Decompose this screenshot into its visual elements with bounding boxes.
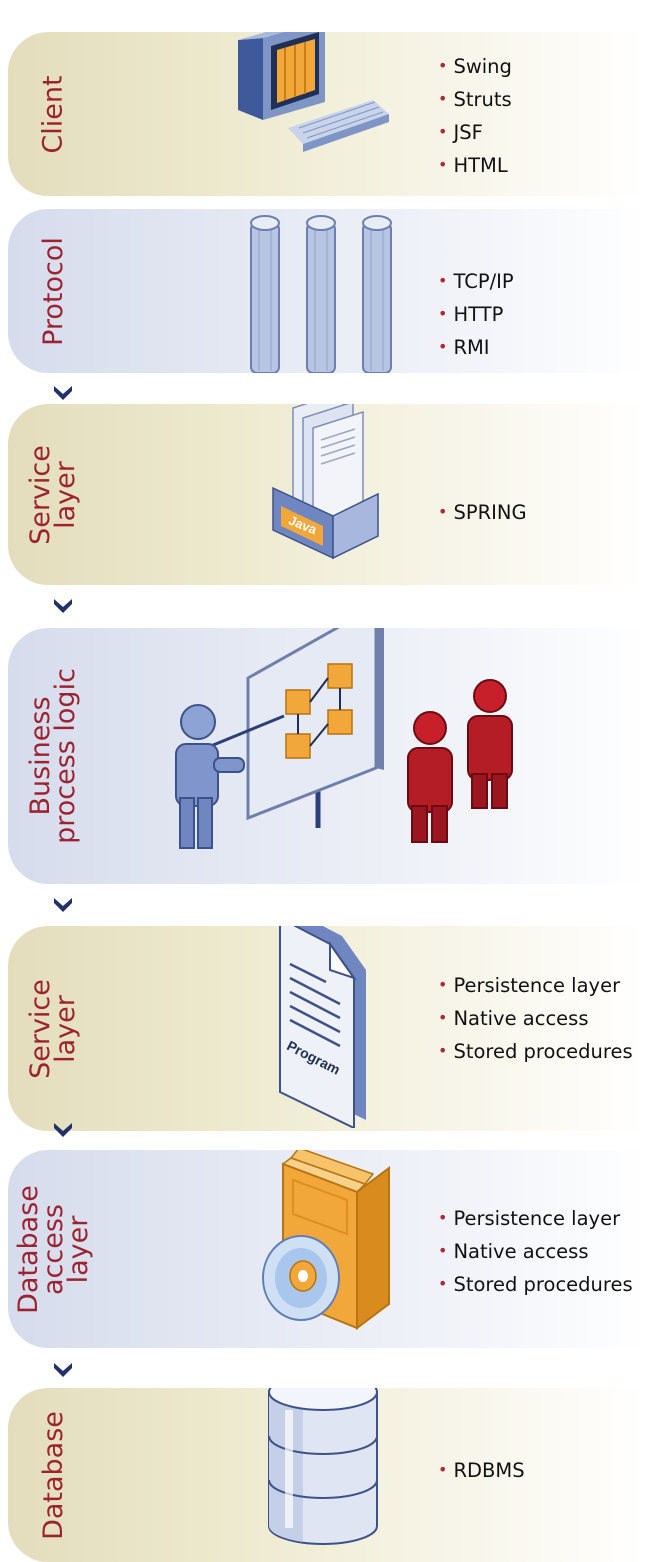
list-item: Native access — [438, 1235, 633, 1268]
list-item: SPRING — [438, 496, 526, 529]
presentation-people-icon — [175, 628, 513, 849]
computer-icon — [238, 32, 389, 152]
layer-label: Business process logic — [8, 628, 98, 884]
item-list: RDBMS — [438, 1454, 524, 1487]
layer-label: Database access layer — [8, 1150, 98, 1348]
program-document-icon: Program — [279, 926, 366, 1128]
list-item: Swing — [438, 50, 511, 83]
database-cylinder-icon — [268, 1388, 378, 1545]
layer-label: Client — [8, 32, 98, 196]
cables-icon — [250, 215, 392, 373]
layer-label-line: Database — [37, 1410, 69, 1540]
list-item: JSF — [438, 116, 512, 149]
item-list: TCP/IP HTTP RMI — [438, 265, 514, 364]
layer-database: Database RDBMS — [8, 1388, 645, 1562]
layer-label-line: layer — [62, 1215, 94, 1283]
chevron-down-icon — [54, 898, 72, 912]
chevron-down-icon — [54, 599, 72, 613]
layer-label: Database — [8, 1388, 98, 1562]
list-item: HTML — [438, 149, 512, 182]
layer-label: Protocol — [8, 209, 98, 373]
layer-label-line: Database — [12, 1184, 44, 1314]
list-item: RMI — [438, 331, 514, 364]
layer-label-line: layer — [50, 460, 82, 529]
layer-label-line: layer — [50, 994, 82, 1063]
layer-label-line: Client — [37, 74, 69, 154]
chevron-down-icon — [54, 1123, 72, 1137]
layer-label-line: Protocol — [37, 236, 69, 346]
java-box-icon: Java — [272, 404, 379, 560]
layer-label-line: process logic — [50, 668, 81, 844]
list-item: Stored procedures — [438, 1268, 632, 1301]
layer-label: Service layer — [8, 926, 98, 1131]
list-item: Native access — [438, 1002, 633, 1035]
chevron-down-icon — [54, 1363, 72, 1377]
layer-label: Service layer — [8, 404, 98, 585]
list-item: RDBMS — [438, 1454, 524, 1487]
item-list: SPRING — [438, 496, 526, 529]
list-item: Stored procedures — [438, 1035, 632, 1068]
layer-service-program: Service layer Program Persistence layer … — [8, 926, 645, 1131]
item-list: Persistence layer Native access Stored p… — [438, 969, 633, 1068]
item-list: Persistence layer Native access Stored p… — [438, 1202, 633, 1301]
layer-client: Client Swing Struts JSF HTML — [8, 32, 645, 196]
list-item: HTTP — [438, 298, 514, 331]
list-item: Persistence layer — [438, 969, 633, 1002]
layer-protocol: Protocol TCP/IP HTTP RMI — [8, 209, 645, 373]
layer-label-line: access — [37, 1203, 69, 1295]
layer-business: Business process logic — [8, 628, 645, 884]
chevron-down-icon — [54, 386, 72, 400]
list-item: Persistence layer — [438, 1202, 633, 1235]
list-item: TCP/IP — [438, 265, 513, 298]
software-box-cd-icon — [262, 1150, 390, 1330]
layer-database-access: Database access layer Persistence layer … — [8, 1150, 645, 1348]
list-item: Struts — [438, 83, 512, 116]
item-list: Swing Struts JSF HTML — [438, 50, 512, 182]
layer-service-top: Service layer Java SPRING — [8, 404, 645, 585]
